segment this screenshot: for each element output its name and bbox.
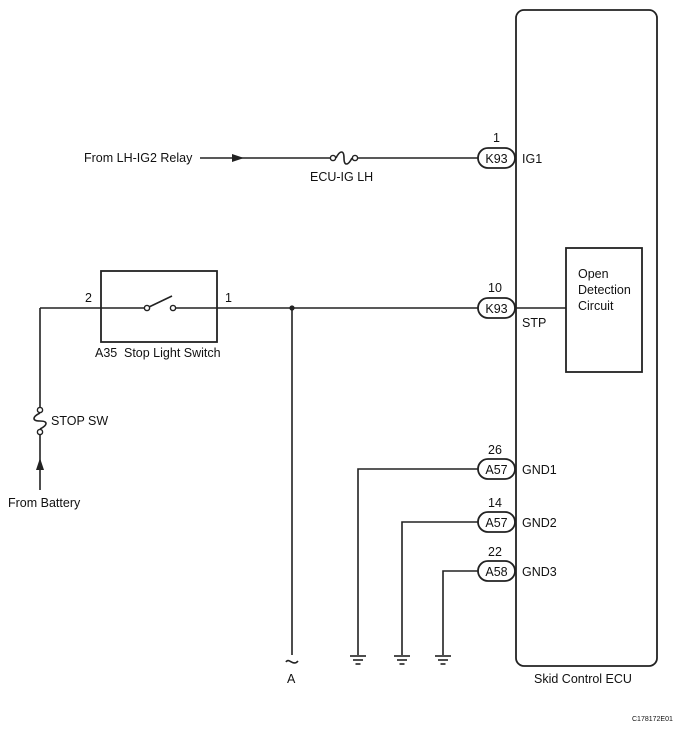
connector-k93-ig1: K93 (477, 147, 516, 169)
gnd1-wire (357, 468, 478, 655)
open-detection-circuit-box (565, 247, 643, 373)
connector-a57-gnd1: A57 (477, 458, 516, 480)
stp-pin-number: 10 (488, 281, 502, 295)
relay-arrow-icon (232, 154, 244, 162)
branch-a-label: A (287, 672, 296, 686)
svg-text:A57: A57 (485, 516, 507, 530)
open-detection-line-1: Open (578, 267, 609, 281)
open-detection-line-2: Detection (578, 283, 631, 297)
stop-sw-fuse-label: STOP SW (51, 414, 108, 428)
ig1-pin-number: 1 (493, 131, 500, 145)
lh-ig2-relay-label: From LH-IG2 Relay (84, 151, 193, 165)
ground-icon (435, 655, 451, 665)
battery-arrow-icon (36, 458, 44, 470)
switch-name-label: Stop Light Switch (124, 346, 221, 360)
connector-a57-gnd2: A57 (477, 511, 516, 533)
switch-ref-label: A35 (95, 346, 117, 360)
connector-a58-gnd3: A58 (477, 560, 516, 582)
ecu-ig-lh-fuse-label: ECU-IG LH (310, 170, 373, 184)
svg-text:K93: K93 (485, 152, 507, 166)
gnd3-pin-number: 22 (488, 545, 502, 559)
gnd1-pin-number: 26 (488, 443, 502, 457)
stop-sw-fuse-icon (33, 406, 47, 436)
gnd2-pin-number: 14 (488, 496, 502, 510)
stop-light-switch-box (100, 270, 218, 343)
gnd1-signal-label: GND1 (522, 463, 557, 477)
ecu-name-label: Skid Control ECU (534, 672, 632, 686)
gnd3-wire (442, 570, 478, 655)
svg-text:K93: K93 (485, 302, 507, 316)
gnd3-signal-label: GND3 (522, 565, 557, 579)
ground-icon (350, 655, 366, 665)
branch-break-icon (285, 659, 299, 664)
ecu-ig-lh-fuse-icon (329, 151, 359, 165)
switch-pin-1: 1 (225, 291, 232, 305)
svg-text:A57: A57 (485, 463, 507, 477)
battery-label: From Battery (8, 496, 81, 510)
svg-text:A58: A58 (485, 565, 507, 579)
open-detection-line-3: Circuit (578, 299, 614, 313)
connector-k93-stp: K93 (477, 297, 516, 319)
switch-pin-2: 2 (85, 291, 92, 305)
figure-code: C178172E01 (632, 716, 673, 723)
switch-contact-icon (143, 295, 177, 312)
gnd2-signal-label: GND2 (522, 516, 557, 530)
ig1-signal-label: IG1 (522, 152, 542, 166)
gnd2-wire (401, 521, 478, 655)
ground-icon (394, 655, 410, 665)
stp-signal-label: STP (522, 316, 546, 330)
